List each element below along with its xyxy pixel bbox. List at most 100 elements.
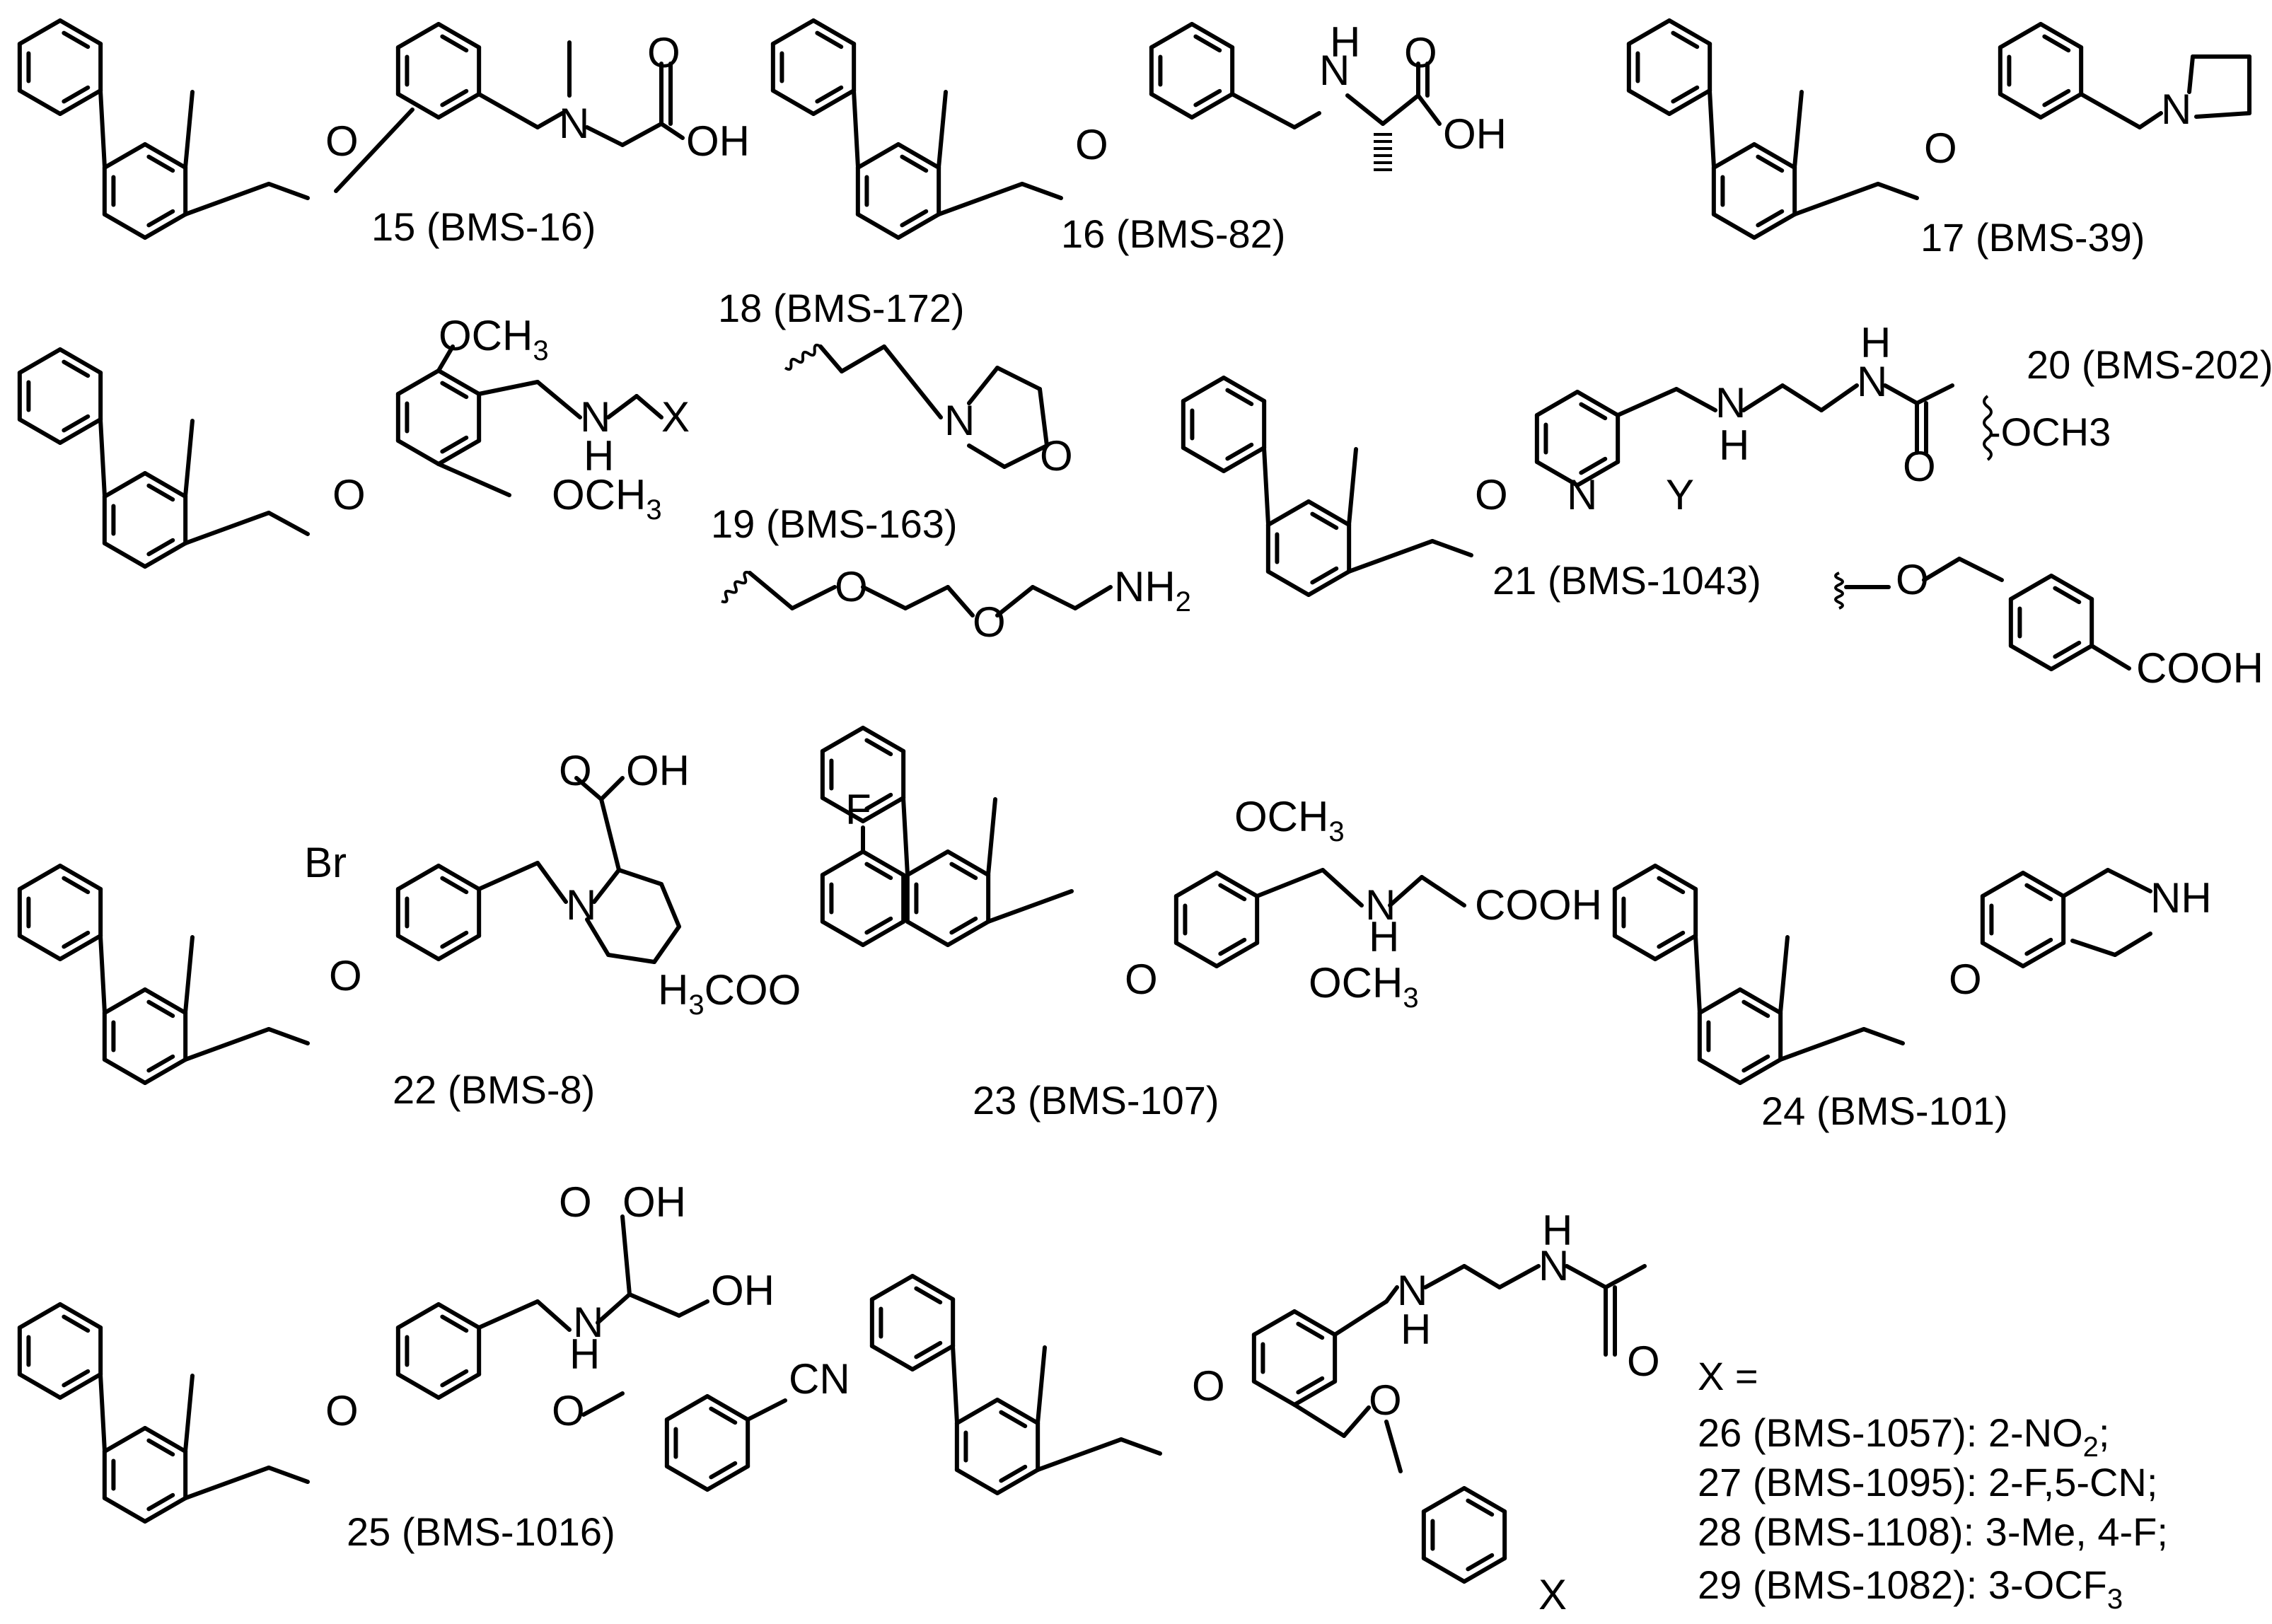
atom-h1-26: H — [1401, 1306, 1431, 1353]
x-legend-title: X = — [1698, 1354, 1758, 1398]
alpha-bond-22 — [599, 797, 621, 872]
atom-n-22: N — [566, 881, 596, 929]
compound-label-15: 15 (BMS-16) — [371, 204, 596, 249]
tolyl-ring-15 — [143, 142, 188, 170]
atom-n1-20: N — [1715, 379, 1746, 427]
atom-och3-bottom-23: OCH3 — [1309, 959, 1419, 1014]
atom-o-carbonyl-22: O — [559, 747, 592, 794]
compound-label-18: 18 (BMS-172) — [718, 286, 965, 330]
ether-bond-25 — [267, 1466, 310, 1484]
benzyl-ring-26 — [1466, 1553, 1495, 1572]
tolyl-ring-23 — [905, 849, 950, 877]
bromoaryl-ring-22 — [440, 930, 469, 949]
compound-label-25: 25 (BMS-1016) — [347, 1509, 615, 1554]
methyl-bond-16 — [937, 90, 948, 170]
tolyl-ring-24 — [1741, 999, 1770, 1019]
bond — [1073, 585, 1113, 610]
dimethoxy-ring-23 — [1218, 883, 1247, 902]
atom-h-23: H — [1369, 913, 1399, 961]
tolyl-ring-15 — [102, 212, 147, 240]
acid-bond-15 — [659, 122, 685, 140]
atom-oh-22: OH — [626, 747, 690, 794]
phenyl-ring-25 — [58, 1302, 103, 1330]
tolyl-ring-18 — [146, 483, 175, 502]
aryl-ring-26 — [1296, 1376, 1325, 1395]
atom-o2-26: O — [1369, 1376, 1402, 1424]
tolyl-ring-17 — [1711, 212, 1756, 240]
x-legend-line-26: 26 (BMS-1057): 2-NO2; — [1698, 1410, 2109, 1463]
phenyl-ring-15 — [58, 18, 103, 46]
phenyl-ring-24 — [1657, 930, 1686, 949]
aryl-ring-15 — [395, 22, 441, 50]
dimethoxy-ring-18 — [436, 439, 482, 466]
phenyl-ring-15 — [62, 85, 91, 104]
phenyl-ring-16 — [770, 18, 816, 46]
phenyl-ring-24 — [1653, 934, 1698, 961]
dimethoxy-ring-23 — [1173, 941, 1219, 968]
dimethoxy-ring-18 — [440, 435, 469, 454]
dimethoxy-ring-23 — [1215, 871, 1260, 898]
bond — [2079, 92, 2142, 129]
bond — [1333, 1299, 1389, 1337]
phenyl-ring-16 — [770, 88, 816, 116]
bond — [995, 366, 1042, 391]
bond — [2113, 932, 2152, 957]
bromoaryl-ring-22 — [436, 864, 482, 891]
phenyl-ring-16 — [815, 85, 844, 104]
atom-n2-20: N — [1857, 358, 1887, 405]
bond — [790, 585, 837, 610]
tolyl-ring-20 — [1306, 499, 1352, 527]
bond — [861, 585, 908, 610]
phenyl-ring-26 — [869, 1344, 915, 1371]
tolyl-ring-18 — [102, 541, 147, 569]
atom-o-carbonyl-15: O — [647, 29, 680, 76]
ch2-bond-25 — [183, 1466, 271, 1500]
phenyl-ring-22 — [62, 876, 91, 895]
tolyl-ring-18 — [143, 541, 188, 569]
compound-label-23: 23 (BMS-107) — [973, 1078, 1219, 1123]
cn-bond-25 — [746, 1398, 787, 1422]
phenyl-ring-17 — [1671, 30, 1700, 50]
atom-cooh-23: COOH — [1475, 881, 1602, 929]
bond — [2070, 939, 2117, 957]
phenyl-ring-18 — [58, 417, 103, 445]
x-legend-line-29: 29 (BMS-1082): 3-OCF3 — [1698, 1562, 2123, 1615]
atom-o-amide-20: O — [1903, 443, 1936, 490]
phenyl-ring-20 — [1222, 446, 1267, 473]
pyridine-ring-20 — [1575, 390, 1621, 417]
tolyl-ring-22 — [146, 999, 175, 1019]
aryl-ring-17 — [2042, 88, 2071, 108]
biaryl-bond-26 — [951, 1344, 959, 1425]
fluoro-ring-23 — [861, 920, 906, 947]
atom-n-17: N — [2161, 86, 2191, 133]
bond — [535, 111, 564, 129]
phenyl-ring-17 — [1626, 88, 1671, 116]
bromoaryl-ring-22 — [436, 934, 482, 961]
compound-label-21: 21 (BMS-1043) — [1493, 558, 1761, 603]
tolyl-ring-24 — [1738, 1057, 1783, 1085]
dimethoxy-ring-23 — [1215, 941, 1260, 968]
aryl-ring-17 — [2039, 92, 2084, 120]
atom-nh-24: NH — [2150, 874, 2212, 922]
phenyl-ring-25 — [58, 1372, 103, 1400]
bond — [1780, 383, 1824, 412]
atom-och3-top-23: OCH3 — [1234, 793, 1345, 847]
atom-n-18: N — [580, 393, 610, 441]
atom-och3-bottom-18: OCH3 — [552, 471, 662, 526]
phenyl-ring-18 — [62, 414, 91, 433]
tolyl-ring-26 — [995, 1468, 1041, 1495]
tolyl-ring-17 — [1756, 209, 1785, 228]
aryl-ring-25 — [440, 1314, 469, 1333]
phenyl-ring-26 — [869, 1274, 915, 1301]
wavy-21 — [1834, 572, 1844, 610]
carbonyl-bond-22 — [574, 776, 603, 801]
tolyl-ring-23 — [905, 920, 950, 947]
atom-o1-26: O — [1192, 1362, 1225, 1410]
methyl-bond-24 — [1778, 935, 1790, 1015]
wavy-19 — [721, 571, 750, 603]
pyridine-ring-20 — [1579, 456, 1608, 475]
biaryl-bond-18 — [98, 417, 107, 499]
atom-cn-25: CN — [789, 1355, 850, 1403]
atom-n2-26: N — [1538, 1242, 1569, 1289]
ch2-bond-26 — [1036, 1437, 1123, 1472]
